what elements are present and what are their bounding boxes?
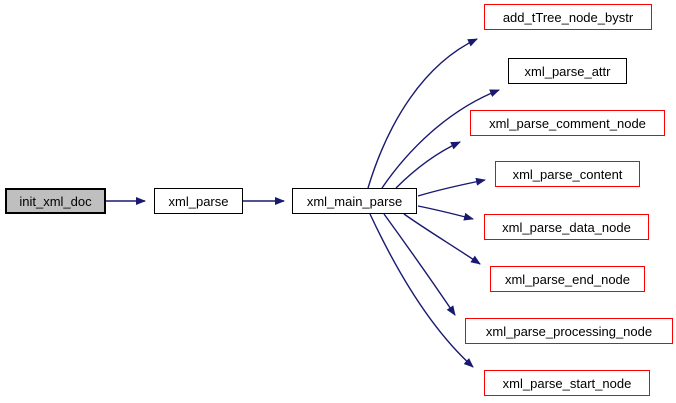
node-label: add_tTree_node_bystr	[502, 9, 634, 25]
node-label: xml_parse_attr	[524, 63, 611, 79]
edge-xml_main_parse-xml_parse_processing_node	[383, 213, 456, 316]
edge-xml_main_parse-xml_parse_attr	[381, 89, 500, 189]
node-label: xml_parse_data_node	[502, 219, 631, 235]
node-xml_parse_attr[interactable]: xml_parse_attr	[508, 58, 627, 84]
edge-xml_main_parse-add_tTree_node_bystr	[367, 38, 478, 189]
node-label: xml_parse_end_node	[504, 271, 631, 287]
node-label: xml_parse	[168, 193, 229, 209]
node-label: xml_parse_comment_node	[489, 115, 646, 131]
node-xml_parse[interactable]: xml_parse	[154, 188, 243, 214]
edge-xml_main_parse-xml_parse_data_node	[417, 205, 474, 221]
node-label: init_xml_doc	[19, 193, 92, 209]
edge-xml_main_parse-xml_parse_content	[417, 177, 486, 197]
node-xml_parse_content[interactable]: xml_parse_content	[495, 161, 640, 187]
node-xml_main_parse[interactable]: xml_main_parse	[292, 188, 417, 214]
edge-xml_main_parse-xml_parse_end_node	[403, 213, 481, 265]
node-xml_parse_start_node[interactable]: xml_parse_start_node	[484, 370, 650, 396]
edge-xml_main_parse-xml_parse_start_node	[369, 213, 474, 368]
node-label: xml_parse_content	[512, 166, 623, 182]
node-add_tTree_node_bystr[interactable]: add_tTree_node_bystr	[484, 4, 652, 30]
node-label: xml_parse_start_node	[502, 375, 632, 391]
node-xml_parse_comment_node[interactable]: xml_parse_comment_node	[470, 110, 665, 136]
node-init_xml_doc: init_xml_doc	[5, 188, 106, 214]
node-xml_parse_processing_node[interactable]: xml_parse_processing_node	[465, 318, 673, 344]
edge-xml_main_parse-xml_parse_comment_node	[395, 141, 461, 189]
node-label: xml_parse_processing_node	[485, 323, 653, 339]
node-label: xml_main_parse	[306, 193, 403, 209]
node-xml_parse_end_node[interactable]: xml_parse_end_node	[490, 266, 645, 292]
node-xml_parse_data_node[interactable]: xml_parse_data_node	[484, 214, 649, 240]
